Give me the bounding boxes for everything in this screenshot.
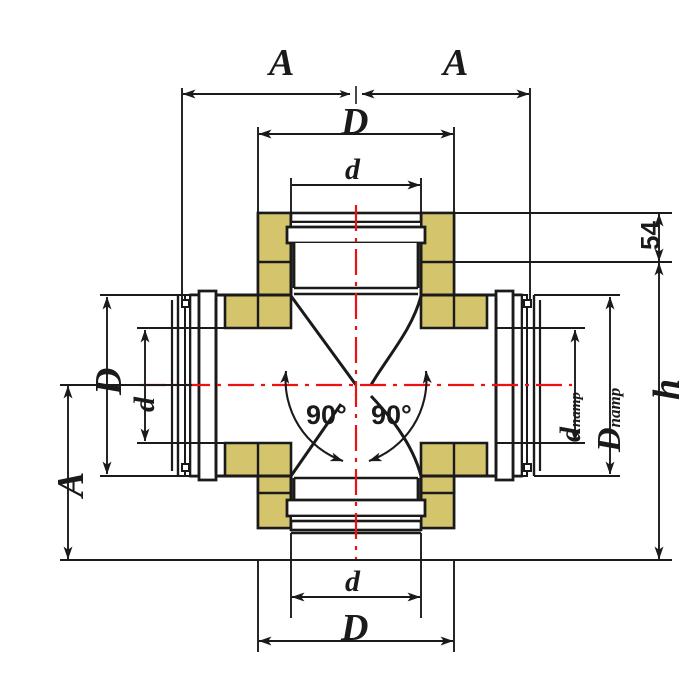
label-d-patr: dпатр xyxy=(554,391,587,442)
collar-notches xyxy=(181,299,532,472)
arc-angle-right xyxy=(368,370,432,462)
label-D-bottom: D xyxy=(341,607,369,649)
arc-angle-left xyxy=(280,370,344,462)
label-D-patr-sub: патр xyxy=(605,387,624,428)
label-D-top: D xyxy=(341,101,369,143)
label-A-top-right: A xyxy=(443,42,469,84)
label-54: 54 xyxy=(635,221,665,250)
label-A-left-vertical: A xyxy=(50,471,92,497)
dimension-lines xyxy=(60,86,672,652)
label-d-bottom: d xyxy=(345,565,360,598)
label-angle-right: 90° xyxy=(371,400,412,430)
label-D-left: D xyxy=(88,367,130,395)
label-D-patr-main: D xyxy=(591,427,628,452)
label-d-patr-sub: патр xyxy=(568,391,584,427)
label-d-patr-main: d xyxy=(554,427,587,442)
label-A-top-left: A xyxy=(269,42,295,84)
label-d-left: d xyxy=(128,397,161,412)
label-angle-left: 90° xyxy=(306,400,347,430)
label-d-top: d xyxy=(345,153,360,186)
label-h: h xyxy=(646,378,688,400)
angle-arcs xyxy=(280,370,432,462)
label-D-patr: Dпатр xyxy=(591,387,628,452)
centerlines xyxy=(140,205,572,560)
